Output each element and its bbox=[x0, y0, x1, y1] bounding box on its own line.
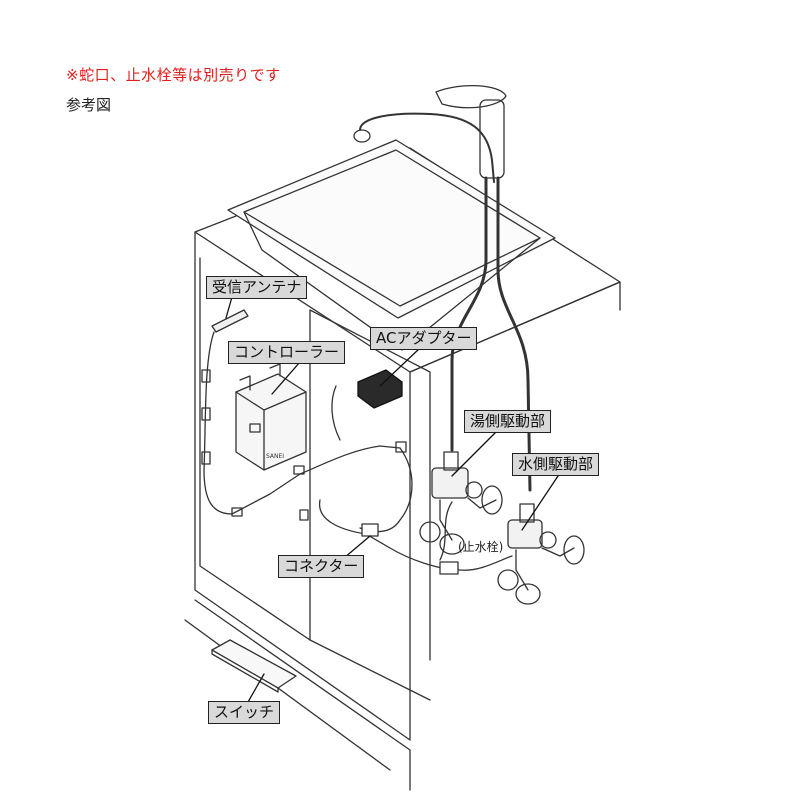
label-receiver-antenna: 受信アンテナ bbox=[206, 276, 308, 299]
faucet-handle bbox=[435, 84, 507, 109]
cabinet-front bbox=[194, 231, 411, 741]
label-controller: コントローラー bbox=[228, 341, 346, 364]
connector-cable bbox=[319, 499, 513, 571]
hot-drive-unit bbox=[419, 451, 503, 555]
connector-block bbox=[361, 523, 379, 537]
label-hot-drive-unit: 湯側駆動部 bbox=[464, 410, 552, 433]
cold-supply-hose bbox=[496, 176, 532, 492]
antenna-cable bbox=[203, 331, 301, 515]
cold-drive-unit bbox=[497, 503, 585, 605]
note-sold-separately: ※蛇口、止水栓等は別売りです bbox=[66, 66, 281, 84]
antenna-bar bbox=[211, 309, 249, 333]
hot-supply-hose bbox=[450, 176, 488, 452]
label-stop-valve: (止水栓) bbox=[458, 540, 504, 554]
wall-switch bbox=[211, 639, 297, 689]
connector-to-drive bbox=[439, 501, 453, 561]
cabinet-interior bbox=[199, 257, 311, 641]
controller-brand: SANEI bbox=[266, 453, 284, 460]
label-ac-adapter: ACアダプター bbox=[370, 327, 478, 350]
diagram-subtitle: 参考図 bbox=[66, 96, 112, 114]
faucet-spout bbox=[359, 112, 495, 183]
label-cold-drive-unit: 水側駆動部 bbox=[512, 453, 600, 476]
controller-box bbox=[235, 363, 307, 471]
label-switch: スイッチ bbox=[208, 701, 281, 724]
controller-cable bbox=[299, 445, 401, 475]
label-connector: コネクター bbox=[278, 555, 365, 578]
drive-cable bbox=[359, 447, 413, 533]
ac-adapter bbox=[331, 369, 403, 441]
